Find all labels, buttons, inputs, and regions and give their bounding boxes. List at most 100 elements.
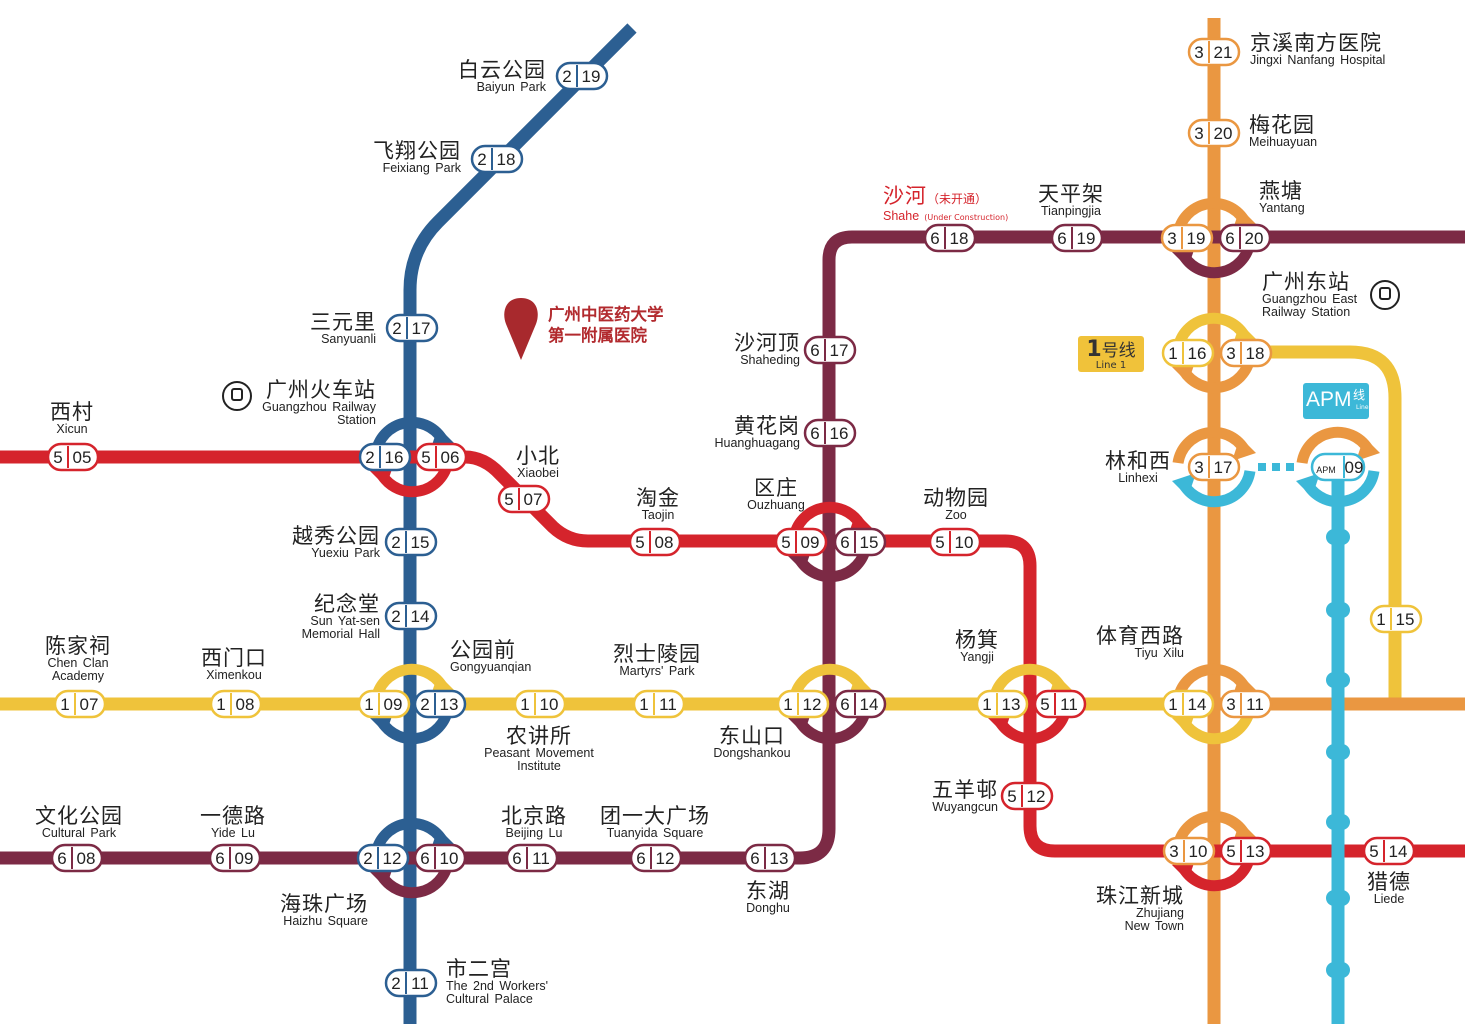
transfer-arrow-top-10 — [1232, 437, 1256, 461]
station-liede[interactable]: 猎德 Liede — [1367, 870, 1411, 906]
transfer-ring-bottom-11 — [1303, 469, 1380, 508]
station-xicun[interactable]: 西村 Xicun — [50, 400, 94, 436]
station-ouzhuang[interactable]: 区庄 Ouzhuang — [747, 476, 805, 512]
station-yangji[interactable]: 杨箕 Yangji — [955, 628, 999, 664]
station-peasant-movement-institute[interactable]: 农讲所 Peasant Movement Institute — [484, 724, 594, 774]
station-number: 19 — [582, 67, 601, 86]
station-feixiang-park[interactable]: 飞翔公园 Feixiang Park — [373, 139, 461, 175]
station-linhexi[interactable]: 林和西 Linhexi — [1105, 449, 1171, 485]
line-number: 5 — [421, 448, 430, 467]
station-wuyangcun[interactable]: 五羊邨 Wuyangcun — [932, 778, 998, 814]
station-zhujiang-new-town[interactable]: 珠江新城 Zhujiang New Town — [1096, 884, 1184, 934]
station-yide-lu[interactable]: 一德路 Yide Lu — [200, 804, 266, 840]
station-ximenkou[interactable]: 西门口 Ximenkou — [201, 646, 267, 682]
station-cultural-park[interactable]: 文化公园 Cultural Park — [35, 804, 123, 840]
station-code-pill — [776, 689, 830, 719]
station-guangzhou-east-railway-station[interactable]: 广州东站 Guangzhou East Railway Station — [1262, 270, 1358, 320]
station-sun-yat-sen-memorial-hall[interactable]: 纪念堂 Sun Yat-sen Memorial Hall — [301, 592, 380, 642]
station-yuexiu-park[interactable]: 越秀公园 Yuexiu Park — [292, 524, 380, 560]
station-taojin[interactable]: 淘金 Taojin — [636, 486, 680, 522]
station-donghu[interactable]: 东湖 Donghu — [746, 879, 790, 915]
line-number: 5 — [781, 533, 790, 552]
station-chen-clan-academy[interactable]: 陈家祠 Chen Clan Academy — [45, 634, 111, 684]
station-tianpingjia[interactable]: 天平架 Tianpingjia — [1038, 182, 1104, 218]
station-code-pill — [1219, 338, 1273, 368]
station-tiyu-xilu[interactable]: 体育西路 Tiyu Xilu — [1096, 624, 1184, 660]
station-jingxi-nanfang-hospital[interactable]: 京溪南方医院 Jingxi Nanfang Hospital — [1250, 31, 1386, 67]
station-shaheding[interactable]: 沙河顶 Shaheding — [734, 331, 800, 367]
station-baiyun-park[interactable]: 白云公园 Baiyun Park — [458, 58, 546, 94]
station-gongyuanqian[interactable]: 公园前 Gongyuanqian — [450, 638, 532, 674]
station-number: 18 — [497, 150, 516, 169]
station-huanghuagang[interactable]: 黄花岗 Huanghuagang — [714, 414, 801, 450]
station-the-2nd-workers-cultural-palace[interactable]: 市二宫 The 2nd Workers' Cultural Palace — [446, 957, 549, 1007]
station-meihuayuan[interactable]: 梅花园 Meihuayuan — [1249, 113, 1318, 149]
station-guangzhou-railway-station[interactable]: 广州火车站 Guangzhou Railway Station — [262, 378, 376, 428]
station-zoo[interactable]: 动物园 Zoo — [923, 486, 989, 522]
station-dongshankou[interactable]: 东山口 Dongshankou — [713, 724, 791, 760]
station-haizhu-square[interactable]: 海珠广场 Haizhu Square — [280, 892, 368, 928]
station-yantang[interactable]: 燕塘 Yantang — [1259, 179, 1305, 215]
station-beijing-lu[interactable]: 北京路 Beijing Lu — [501, 804, 567, 840]
transfer-ring-bottom-7 — [1179, 853, 1256, 892]
line-number: 5 — [53, 448, 62, 467]
station-martyrs-park[interactable]: 烈士陵园 Martyrs' Park — [613, 642, 701, 678]
station-code-pill — [1219, 689, 1273, 719]
station-xiaobei[interactable]: 小北 Xiaobei — [516, 444, 560, 480]
station-tuanyida-square[interactable]: 团一大广场 Tuanyida Square — [600, 804, 710, 840]
station-sanyuanli[interactable]: 三元里 Sanyuanli — [310, 310, 376, 346]
station-number: 15 — [411, 533, 430, 552]
station-shahe[interactable]: 沙河（未开通） Shahe (Under Construction) — [883, 184, 1009, 223]
